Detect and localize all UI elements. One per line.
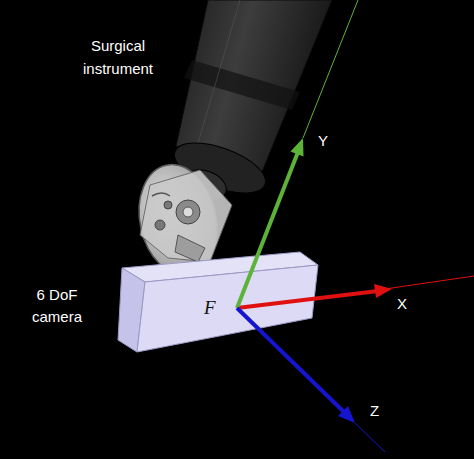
- camera-label: 6 DoF camera: [18, 284, 96, 328]
- axis-x: [237, 276, 474, 308]
- axis-z: [237, 308, 385, 452]
- axis-label: X: [397, 295, 407, 313]
- frame-label: F: [204, 297, 226, 319]
- axis-y: [237, 0, 358, 308]
- frame-label: F: [204, 297, 216, 319]
- surgical-instrument: [129, 0, 332, 283]
- camera-label: 6 DoF camera: [18, 284, 96, 328]
- axis-label: Z: [370, 402, 394, 420]
- axis-label: X: [397, 295, 421, 313]
- axis-label: Z: [370, 402, 379, 420]
- axis-label: Y: [318, 132, 342, 150]
- instrument-label: Surgical instrument: [68, 34, 168, 80]
- axis-label: Y: [318, 132, 328, 150]
- instrument-label: Surgical instrument: [68, 34, 168, 80]
